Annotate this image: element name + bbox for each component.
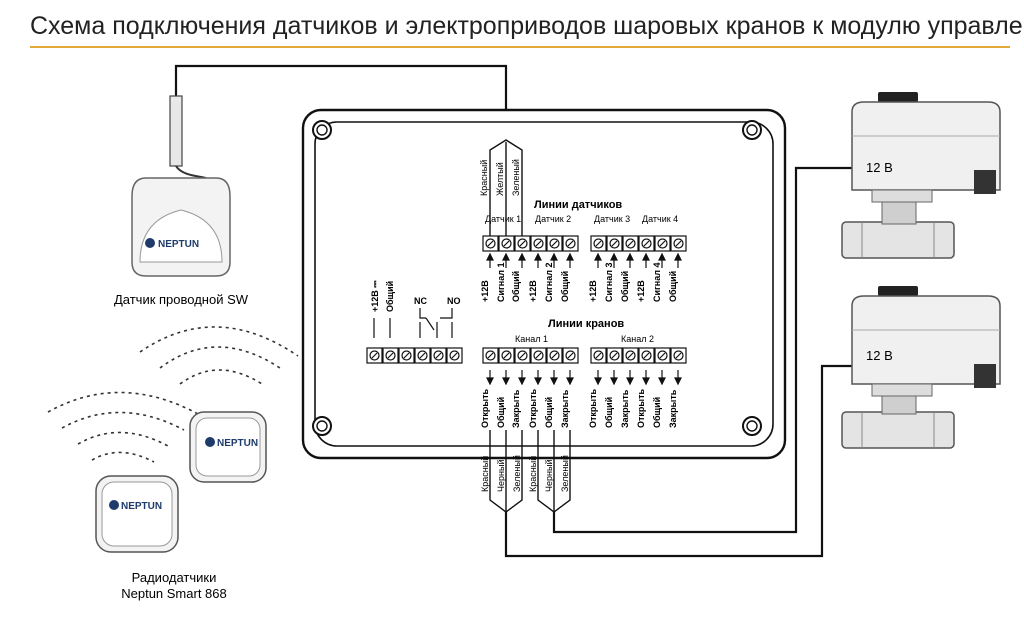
wire-label: Зеленый xyxy=(512,455,522,492)
brand-logo-icon xyxy=(145,238,155,248)
pin-label: Общий xyxy=(652,397,662,428)
power-terminal-block xyxy=(366,347,463,364)
wire-label: Желтый xyxy=(495,162,505,196)
sensor-group-label: Датчик 3 xyxy=(594,214,630,224)
wired-sensor-caption: Датчик проводной SW xyxy=(114,292,249,307)
relay-contact-symbol xyxy=(373,308,453,338)
valve-terminal-block-1 xyxy=(482,347,579,364)
valve-cable-2 xyxy=(552,166,852,534)
wire-label: Зеленый xyxy=(511,159,521,196)
pin-label: Закрыть xyxy=(620,389,630,428)
sensor-cable xyxy=(174,64,508,142)
valve-lines-title: Линии кранов xyxy=(548,318,624,330)
wire-label: Красный xyxy=(480,456,490,492)
pin-label: Сигнал 1 xyxy=(496,263,506,302)
radio-sensor: NEPTUN xyxy=(189,411,267,483)
actuator-voltage: 12 В xyxy=(866,160,893,175)
power-pin-labels: +12В ⎓ Общий NC NO xyxy=(370,280,461,312)
pin-label: Открыть xyxy=(480,388,490,428)
wire-label: Черный xyxy=(496,460,506,492)
sensor-wire-bundle xyxy=(489,139,523,236)
pin-label: +12В xyxy=(480,280,490,302)
mounting-hole xyxy=(742,416,762,436)
pin-label: Общий xyxy=(560,271,570,302)
pin-label: Закрыть xyxy=(668,389,678,428)
pin-label: Общий xyxy=(620,271,630,302)
sensor-brand: NEPTUN xyxy=(158,239,199,250)
valve-terminal-block-2 xyxy=(590,347,687,364)
mounting-hole xyxy=(312,120,332,140)
sensor-group-label: Датчик 2 xyxy=(535,214,571,224)
pin-label: Сигнал 2 xyxy=(544,263,554,302)
sensor-pin-labels: +12В Сигнал 1 Общий +12В Сигнал 2 Общий … xyxy=(480,263,678,302)
valve-actuator: 12 В xyxy=(841,286,1001,449)
sensor-lines-title: Линии датчиков xyxy=(534,199,622,211)
pin-label: Общий xyxy=(496,397,506,428)
pin-label: Общий xyxy=(668,271,678,302)
pin-label: +12В xyxy=(636,280,646,302)
pin-label: Сигнал 4 xyxy=(652,263,662,302)
wired-sensor: NEPTUN xyxy=(131,95,231,277)
wire-label: Красный xyxy=(479,160,489,196)
valve-cable-1 xyxy=(504,364,852,558)
channel-label: Канал 2 xyxy=(621,334,654,344)
radio-waves-icon xyxy=(47,326,299,463)
wire-label: Черный xyxy=(544,460,554,492)
pin-label: Общий xyxy=(544,397,554,428)
pin-label: +12В xyxy=(528,280,538,302)
wire-label: Зеленый xyxy=(560,455,570,492)
valve-wire-bundles xyxy=(489,430,571,513)
sensor-wire-labels: Красный Желтый Зеленый xyxy=(479,159,521,196)
pin-label: Закрыть xyxy=(560,389,570,428)
sensor-brand: NEPTUN xyxy=(121,501,162,512)
valve-wire-labels: Красный Черный Зеленый Красный Черный Зе… xyxy=(480,455,570,492)
page-title: Схема подключения датчиков и электроприв… xyxy=(30,12,1024,40)
sensor-terminal-block-2 xyxy=(590,235,687,252)
sensor-group-label: Датчик 4 xyxy=(642,214,678,224)
pin-label: Закрыть xyxy=(511,389,521,428)
pin-label: Общий xyxy=(604,397,614,428)
sensor-brand: NEPTUN xyxy=(217,438,258,449)
valve-pin-labels: Открыть Общий Закрыть Открыть Общий Закр… xyxy=(480,388,678,428)
pin-label: Открыть xyxy=(528,388,538,428)
radio-sensor: NEPTUN xyxy=(95,475,179,553)
sensor-terminal-block-1 xyxy=(482,235,579,252)
channel-label: Канал 1 xyxy=(515,334,548,344)
pin-label: Общий xyxy=(511,271,521,302)
radio-sensor-caption: Neptun Smart 868 xyxy=(121,586,227,601)
pin-label: NC xyxy=(414,296,427,306)
pin-label: NO xyxy=(447,296,461,306)
pin-label: Сигнал 3 xyxy=(604,263,614,302)
pin-label: +12В ⎓ xyxy=(370,280,380,312)
mounting-hole xyxy=(312,416,332,436)
sensor-group-label: Датчик 1 xyxy=(485,214,521,224)
wire-label: Красный xyxy=(528,456,538,492)
wires xyxy=(174,64,852,558)
pin-label: Открыть xyxy=(636,388,646,428)
radio-sensor-caption: Радиодатчики xyxy=(132,570,217,585)
control-module: Линии датчиков Линии кранов Датчик 1 Дат… xyxy=(301,108,787,513)
mounting-hole xyxy=(742,120,762,140)
valve-pin-arrows xyxy=(486,370,682,386)
pin-label: +12В xyxy=(588,280,598,302)
sensor-pin-arrows xyxy=(486,252,682,268)
terminal-blocks xyxy=(366,235,687,364)
brand-logo-icon xyxy=(205,437,215,447)
title-underline xyxy=(30,46,1010,48)
valve-actuator: 12 В xyxy=(841,92,1001,259)
pin-label: Общий xyxy=(385,281,395,312)
brand-logo-icon xyxy=(109,500,119,510)
pin-label: Открыть xyxy=(588,388,598,428)
actuator-voltage: 12 В xyxy=(866,348,893,363)
